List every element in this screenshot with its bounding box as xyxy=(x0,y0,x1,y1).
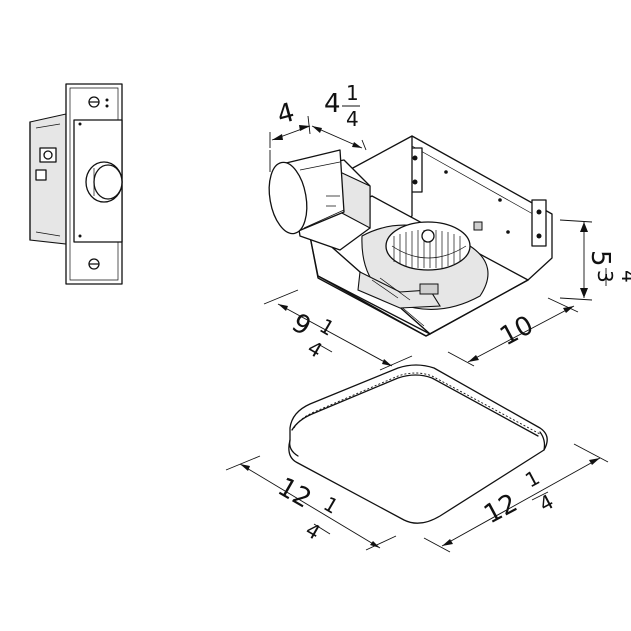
dimension-inlet-diameter: 4 xyxy=(269,98,311,172)
mounting-bracket-right xyxy=(531,199,547,247)
housing-height-num: 3 xyxy=(593,270,617,283)
grille xyxy=(288,364,548,524)
grille-body xyxy=(288,364,548,524)
grille-length-den: 4 xyxy=(535,489,558,516)
housing-length-label: 10 xyxy=(495,310,538,352)
motor-icon xyxy=(357,271,441,309)
inlet-diameter-label: 4 xyxy=(274,98,298,131)
housing-width-den: 4 xyxy=(304,336,327,363)
inlet-offset-den: 4 xyxy=(346,107,359,131)
housing-height-den: 4 xyxy=(617,270,631,283)
housing-height-whole: 5 xyxy=(585,250,615,267)
grille-width-whole: 12 xyxy=(273,472,317,515)
switch-back-box xyxy=(29,113,67,245)
dimension-housing-height: 5 3 4 xyxy=(559,219,631,301)
duct-collar xyxy=(268,149,371,251)
grille-width-num: 1 xyxy=(320,492,343,519)
bottom-screw-icon xyxy=(88,258,100,270)
wall-control-switch xyxy=(29,83,123,285)
grille-length-num: 1 xyxy=(521,465,544,492)
dimension-inlet-offset: 4 1 4 xyxy=(311,81,367,151)
inlet-offset-num: 1 xyxy=(346,81,359,105)
grille-width-den: 4 xyxy=(302,518,325,545)
inlet-offset-whole: 4 xyxy=(324,89,341,119)
grille-length-whole: 12 xyxy=(479,488,522,530)
housing-width-whole: 9 xyxy=(287,308,316,342)
duct-opening-icon xyxy=(268,161,308,235)
dimmer-knob-icon xyxy=(85,161,123,203)
top-screw-icon xyxy=(88,96,109,108)
